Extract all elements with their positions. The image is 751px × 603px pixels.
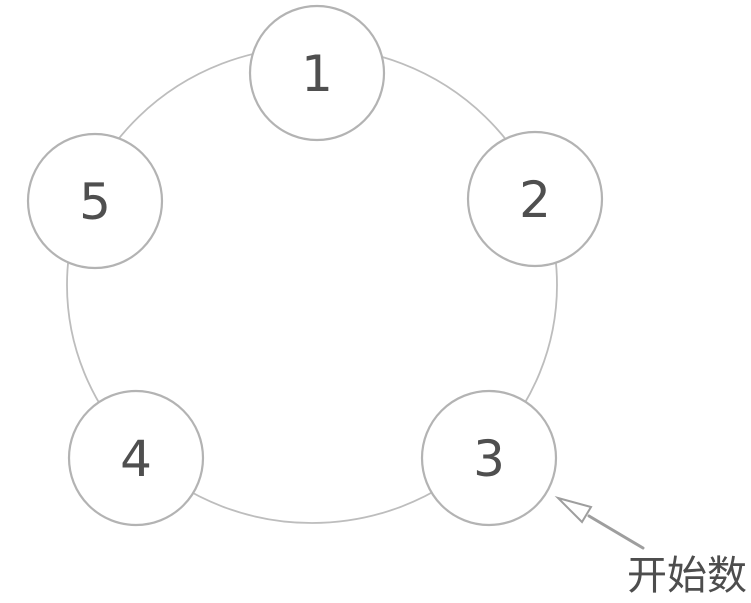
node-label-2: 2 (519, 171, 551, 229)
node-circle-1 (248, 4, 386, 142)
node-circle-2 (466, 130, 604, 268)
node-4: 4 (67, 389, 205, 527)
node-5: 5 (26, 132, 164, 270)
annotation-label: 开始数 (627, 553, 747, 599)
node-3: 3 (420, 389, 558, 527)
annotation-arrow (554, 496, 645, 550)
node-label-1: 1 (301, 45, 333, 103)
node-circle-4 (67, 389, 205, 527)
node-label-5: 5 (79, 173, 111, 231)
node-circle-5 (26, 132, 164, 270)
node-1: 1 (248, 4, 386, 142)
node-label-4: 4 (120, 430, 152, 488)
arrow-head-icon (554, 496, 593, 524)
arrow-shaft (587, 514, 645, 550)
node-2: 2 (466, 130, 604, 268)
node-label-3: 3 (473, 430, 505, 488)
node-circle-3 (420, 389, 558, 527)
